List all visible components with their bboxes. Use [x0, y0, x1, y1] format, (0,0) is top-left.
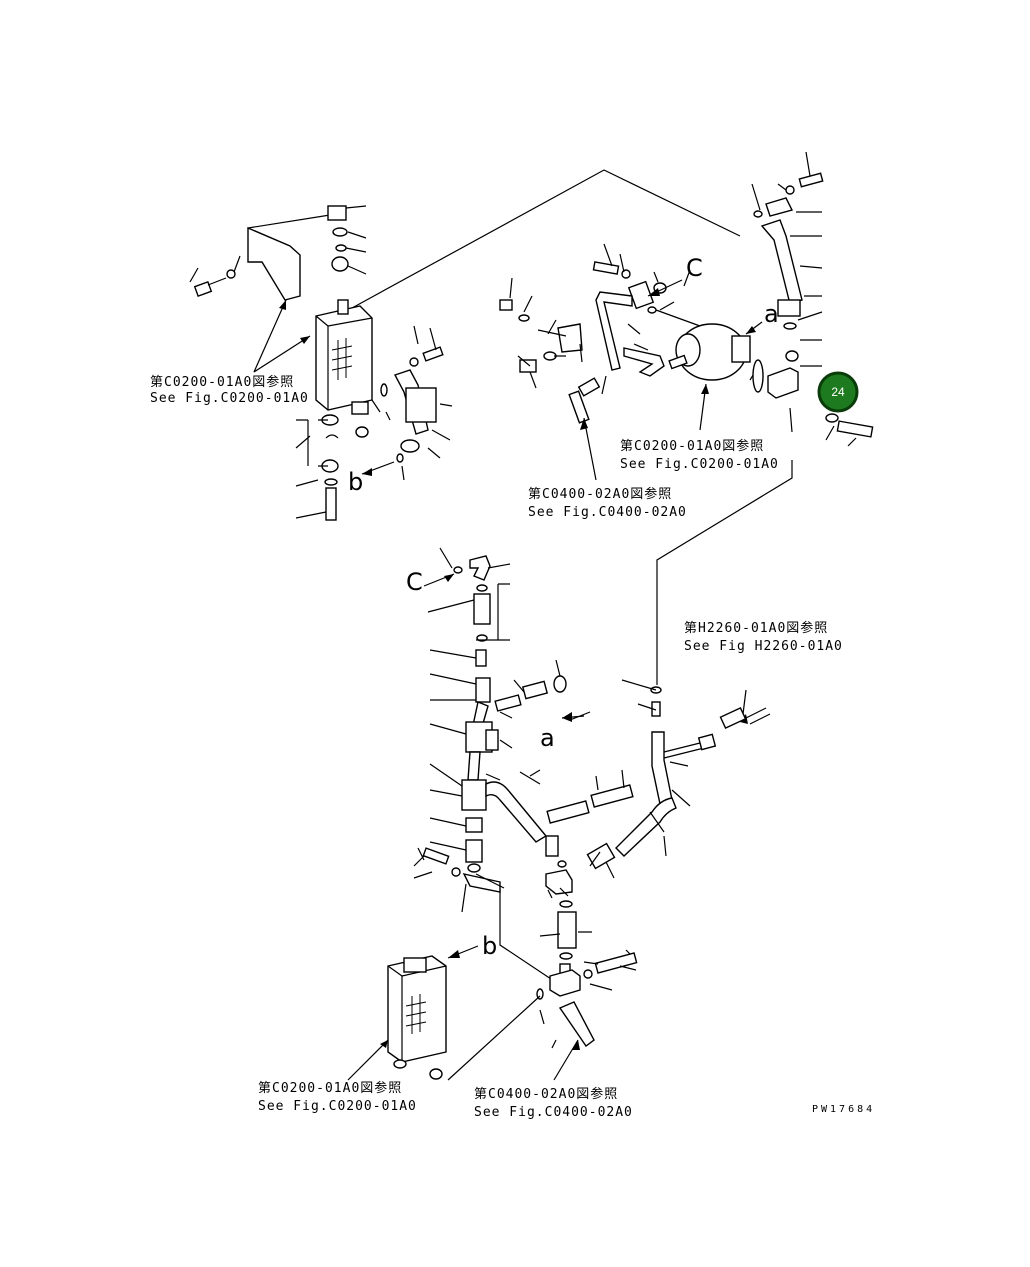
upper-right-assembly [751, 151, 874, 447]
ref-bottom-left-jp: 第C0200-01A0図参照 [258, 1080, 402, 1096]
callout-circle[interactable] [817, 371, 859, 413]
letter-b-upper: b [348, 468, 363, 496]
callout-24[interactable]: 24 [817, 371, 859, 413]
callout-number[interactable]: 24 [831, 385, 845, 399]
ref-bottom-center-jp: 第C0400-02A0図参照 [474, 1086, 618, 1102]
ref-right-mid-en: See Fig H2260-01A0 [684, 639, 843, 654]
ref-top-left-jp: 第C0200-01A0図参照 [150, 374, 294, 390]
drawing-number: PW17684 [812, 1104, 875, 1115]
letter-c-lower: C [406, 568, 423, 596]
lower-assembly [347, 547, 771, 1081]
upper-center-assembly [499, 243, 763, 481]
ref-top-center-1-en: See Fig.C0200-01A0 [620, 457, 779, 472]
ref-right-mid-jp: 第H2260-01A0図参照 [684, 620, 828, 636]
ref-bottom-left-en: See Fig.C0200-01A0 [258, 1099, 417, 1114]
ref-top-center-1-jp: 第C0200-01A0図参照 [620, 438, 764, 454]
letter-markers: b a C C a b [348, 254, 779, 960]
ref-top-center-2-jp: 第C0400-02A0図参照 [528, 486, 672, 502]
ref-top-left-en: See Fig.C0200-01A0 [150, 391, 309, 406]
letter-a-upper: a [764, 300, 779, 328]
ref-top-center-2-en: See Fig.C0400-02A0 [528, 505, 687, 520]
upper-left-assembly [189, 205, 453, 521]
letter-a-lower: a [540, 724, 555, 752]
ref-bottom-center-en: See Fig.C0400-02A0 [474, 1105, 633, 1120]
reference-labels: 第C0200-01A0図参照 See Fig.C0200-01A0 第C0200… [150, 374, 843, 1120]
letter-c-upper: C [686, 254, 703, 282]
letter-b-lower: b [482, 932, 497, 960]
